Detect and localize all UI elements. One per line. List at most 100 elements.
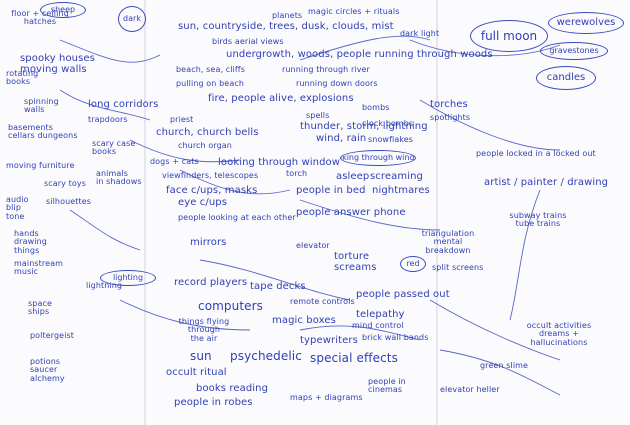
note-bombs: bombs	[362, 103, 390, 112]
note-organ: church organ	[178, 141, 232, 150]
note-trapdoor: trapdoors	[88, 115, 128, 124]
note-bed: people in bed	[296, 185, 366, 196]
note-mirrors: mirrors	[190, 237, 227, 248]
note-doors: running down doors	[296, 79, 378, 88]
note-pulling: pulling on beach	[176, 79, 244, 88]
note-wind: wind, rain	[316, 133, 367, 144]
page-fold	[144, 0, 146, 425]
link-line	[129, 139, 241, 163]
note-spells: spells	[306, 111, 330, 120]
link-line	[439, 349, 561, 396]
note-lightning: lightning	[86, 281, 123, 290]
note-locked: people locked in a locked out	[476, 149, 596, 158]
note-dark: dark light	[400, 29, 440, 38]
bubble-full-moon: full moon	[470, 20, 548, 52]
link-line	[59, 39, 161, 63]
bubble-sheep: sheep	[40, 2, 86, 18]
note-typewriters: typewriters	[300, 335, 358, 346]
link-line	[419, 99, 561, 151]
note-telescope: viewfinders, telescopes	[162, 171, 259, 180]
bubble-grave: gravestones	[540, 42, 608, 60]
note-green: green slime	[480, 361, 529, 370]
note-passed: people passed out	[356, 289, 450, 300]
note-players: record players	[174, 277, 248, 288]
bubble-window: looking through window	[340, 150, 416, 166]
note-furniture: moving furniture	[6, 161, 75, 170]
note-spotlights: spotlights	[430, 113, 471, 122]
note-dogs: dogs + cats	[150, 157, 199, 166]
link-line	[299, 35, 431, 61]
page-fold	[436, 0, 438, 425]
note-undergrowth: undergrowth, woods, people running throu…	[226, 49, 493, 60]
note-sun: sun, countryside, trees, dusk, clouds, m…	[178, 21, 394, 32]
note-elev2: elevator heller	[440, 385, 500, 394]
link-line	[199, 259, 351, 301]
note-telepathy: telepathy	[356, 309, 405, 320]
note-split: split screens	[432, 263, 484, 272]
note-mind: mind control	[352, 321, 404, 330]
note-screaming: screaming	[370, 171, 423, 182]
note-computers: computers	[198, 299, 264, 313]
note-robes: people in robes	[174, 397, 253, 408]
link-line	[69, 209, 141, 251]
note-thunder: thunder, storm, lightning	[300, 121, 428, 132]
note-eyes: eye c/ups	[178, 197, 228, 208]
note-scary-toys: scary toys	[44, 179, 86, 188]
note-books: books reading	[196, 383, 269, 394]
bubble-dark: dark	[118, 6, 146, 32]
note-nightmares: nightmares	[372, 185, 430, 196]
link-line	[179, 169, 291, 195]
link-line	[299, 199, 441, 231]
note-asleep: asleep	[336, 171, 370, 182]
note-phone: people answer phone	[296, 207, 406, 218]
bubble-red: red	[400, 256, 426, 272]
link-line	[509, 189, 541, 321]
note-snowflakes: snowflakes	[368, 135, 414, 144]
link-line	[429, 299, 561, 361]
link-line	[59, 89, 151, 121]
note-church: church, church bells	[156, 127, 259, 138]
bubble-werewolves: werewolves	[548, 12, 624, 34]
note-magic: magic boxes	[272, 315, 336, 326]
note-beach: beach, sea, cliffs	[176, 65, 245, 74]
note-rivers: running through river	[282, 65, 370, 74]
note-rituals: magic circles + rituals	[308, 7, 400, 16]
note-priest: priest	[170, 115, 194, 124]
link-line	[119, 299, 251, 331]
note-fire: fire, people alive, explosions	[208, 93, 354, 104]
note-poltergeist: poltergeist	[30, 331, 75, 340]
note-torch: torch	[286, 169, 308, 178]
note-elevator: elevator	[296, 241, 330, 250]
note-long-corridors: long corridors	[88, 99, 159, 110]
note-maps: maps + diagrams	[290, 393, 363, 402]
note-psych: psychedelic	[230, 349, 302, 363]
note-looking-at: people looking at each other	[178, 213, 296, 222]
note-looking: looking through window	[218, 157, 341, 168]
note-effects: special effects	[310, 351, 398, 365]
bubble-lighting: lighting	[100, 270, 156, 286]
bubble-candles: candles	[536, 66, 596, 90]
note-occult: occult ritual	[166, 367, 227, 378]
note-silhouettes: silhouettes	[46, 197, 92, 206]
note-remote: remote controls	[290, 297, 355, 306]
note-aerial: birds aerial views	[212, 37, 284, 46]
note-planets: planets	[272, 11, 303, 20]
note-brick: brick wall bands	[362, 333, 429, 342]
note-torches: torches	[430, 99, 468, 110]
note-tape: tape decks	[250, 281, 306, 292]
